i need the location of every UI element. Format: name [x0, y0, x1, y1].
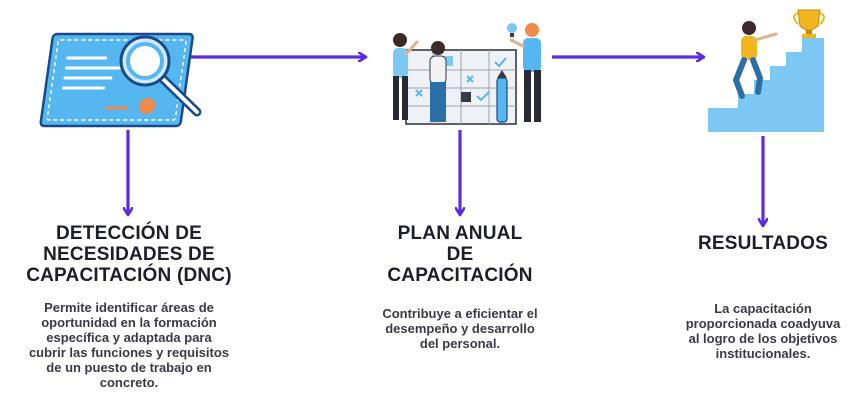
- step2-desc-line: Contribuye a eficientar el: [382, 306, 538, 321]
- step1-title-line: DETECCIÓN DE: [56, 223, 202, 244]
- step2-description: Contribuye a eficientar el desempeño y d…: [360, 306, 560, 351]
- step3-desc-line: La capacitación: [714, 301, 812, 316]
- step2-title-line: CAPACITACIÓN: [387, 265, 533, 286]
- step1-description: Permite identificar áreas de oportunidad…: [10, 300, 248, 390]
- step1-desc-line: de un puesto de trabajo en: [46, 360, 212, 375]
- step1-desc-line: Permite identificar áreas de: [44, 300, 214, 315]
- staircase-trophy-icon: [708, 9, 825, 132]
- document-magnifier-icon: [39, 32, 202, 128]
- step2-title-line: PLAN ANUAL: [397, 223, 523, 244]
- step1-title: DETECCIÓN DE NECESIDADES DE CAPACITACIÓN…: [10, 223, 248, 286]
- step3-title: RESULTADOS: [672, 233, 853, 254]
- step1-title-line: CAPACITACIÓN (DNC): [26, 265, 232, 286]
- step3-title-line: RESULTADOS: [697, 233, 829, 254]
- step2-desc-line: desempeño y desarrollo: [385, 321, 535, 336]
- step2-title-line: DE: [446, 244, 474, 265]
- team-planning-board-icon: [393, 23, 541, 125]
- step1-desc-line: concreto.: [99, 375, 159, 390]
- step1-desc-line: oportunidad en la formación: [41, 315, 217, 330]
- step3-desc-line: al logro de los objetivos: [688, 331, 838, 346]
- step1-title-line: NECESIDADES DE: [43, 244, 215, 265]
- step3-desc-line: proporcionada coadyuva: [685, 316, 841, 331]
- step2-desc-line: del personal.: [419, 336, 501, 351]
- step1-desc-line: específica y adaptada para: [46, 330, 212, 345]
- step3-description: La capacitación proporcionada coadyuva a…: [672, 301, 853, 361]
- step3-desc-line: institucionales.: [715, 346, 811, 361]
- step2-title: PLAN ANUAL DE CAPACITACIÓN: [360, 223, 560, 286]
- step1-desc-line: cubrir las funciones y requisitos: [28, 345, 230, 360]
